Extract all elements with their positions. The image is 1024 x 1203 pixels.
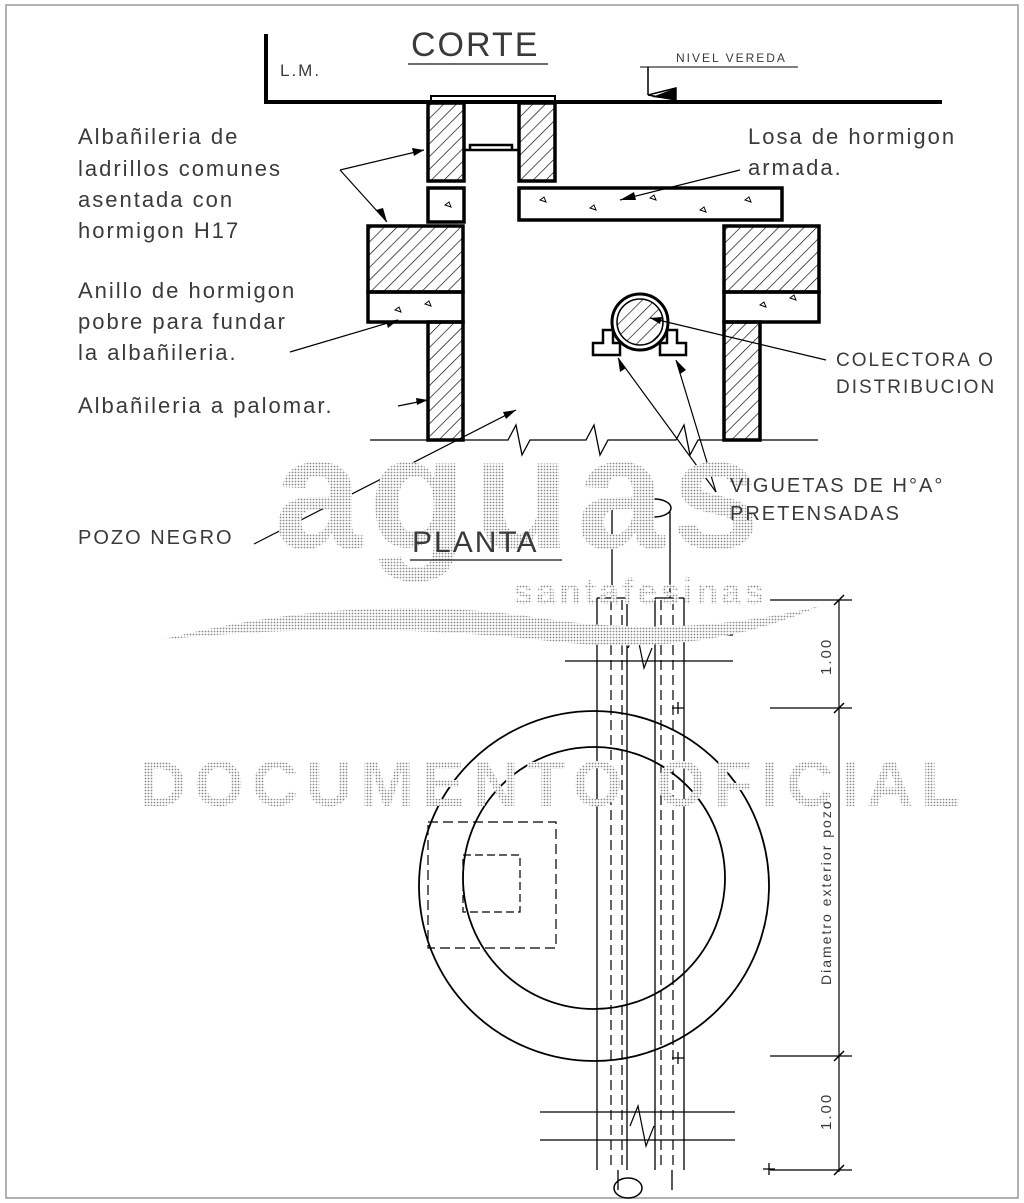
label-albanileria-1: Albañileria de [78,124,239,149]
concrete-texture [393,194,797,313]
nivel-triangle-fill [652,88,676,100]
concrete-ring-right [722,290,821,324]
watermark: aguas santafesinas DOCUMENTO OFICIAL [140,403,968,820]
brick-block-left [366,224,465,294]
label-anillo-1: Anillo de hormigon [78,278,296,303]
upper-wall-left [426,101,466,183]
lid-plate [464,143,519,152]
label-colectora-1: COLECTORA O [836,350,995,371]
pipe-bottom-end [613,1177,643,1199]
label-losa-2: armada. [748,155,843,180]
nivel-label: NIVEL VEREDA [676,51,787,65]
label-anillo-3: la albañileria. [78,340,238,365]
label-palomar: Albañileria a palomar. [78,393,334,418]
plan-view [418,498,852,1199]
brick-block-right [722,224,821,294]
concrete-block-left [426,186,466,224]
section-title: CORTE [411,26,539,64]
dim-bottom-label: 1.00 [818,1093,835,1130]
upper-wall-right [517,101,557,183]
concrete-ring-left [366,290,465,324]
dim-diameter-label: Diametro exterior pozo [818,799,834,985]
leader-arrows [376,148,686,419]
access-outline-inner [462,854,521,913]
ground-break-line [370,423,818,457]
pipe-bottom [617,1170,673,1190]
labels: CORTE L.M. NIVEL VEREDA Albañileria de l… [78,26,996,1130]
watermark-logo-sub: santafesinas [513,571,767,612]
label-pozo-negro: POZO NEGRO [78,527,234,549]
pipe-top [611,512,671,598]
vigueta-left [591,328,622,357]
access-outline-outer [427,821,557,949]
pipe-top-end [636,498,672,518]
label-losa-1: Losa de hormigon [748,124,956,149]
dimension-line [770,599,852,1172]
label-albanileria-2: ladrillos comunes [78,156,282,181]
label-viguetas-1: VIGUETAS DE H°A° [730,475,944,497]
concrete-slab [517,186,784,222]
leader-lines [253,149,827,545]
break-bottom [540,1103,735,1149]
lm-label: L.M. [280,61,321,80]
dim-top-label: 1.00 [818,638,835,675]
label-albanileria-3: asentada con [78,187,234,212]
plan-title: PLANTA [412,526,538,559]
watermark-stamp: DOCUMENTO OFICIAL [140,748,968,820]
label-colectora-2: DISTRIBUCION [836,377,996,398]
beam-rails [596,597,685,1170]
well-outer-circle [418,710,770,1062]
vigueta-right [658,328,688,357]
section-view [253,34,942,545]
watermark-logo: aguas [274,403,766,582]
collector-pipe-inner [616,298,664,346]
watermark-swoosh [160,606,820,646]
label-viguetas-2: PRETENSADAS [730,503,901,525]
sheet-frame [5,4,1019,1199]
label-anillo-2: pobre para fundar [78,309,287,334]
beam-dashed [610,600,674,1170]
lm-line [264,34,942,104]
label-albanileria-4: hormigon H17 [78,218,240,243]
